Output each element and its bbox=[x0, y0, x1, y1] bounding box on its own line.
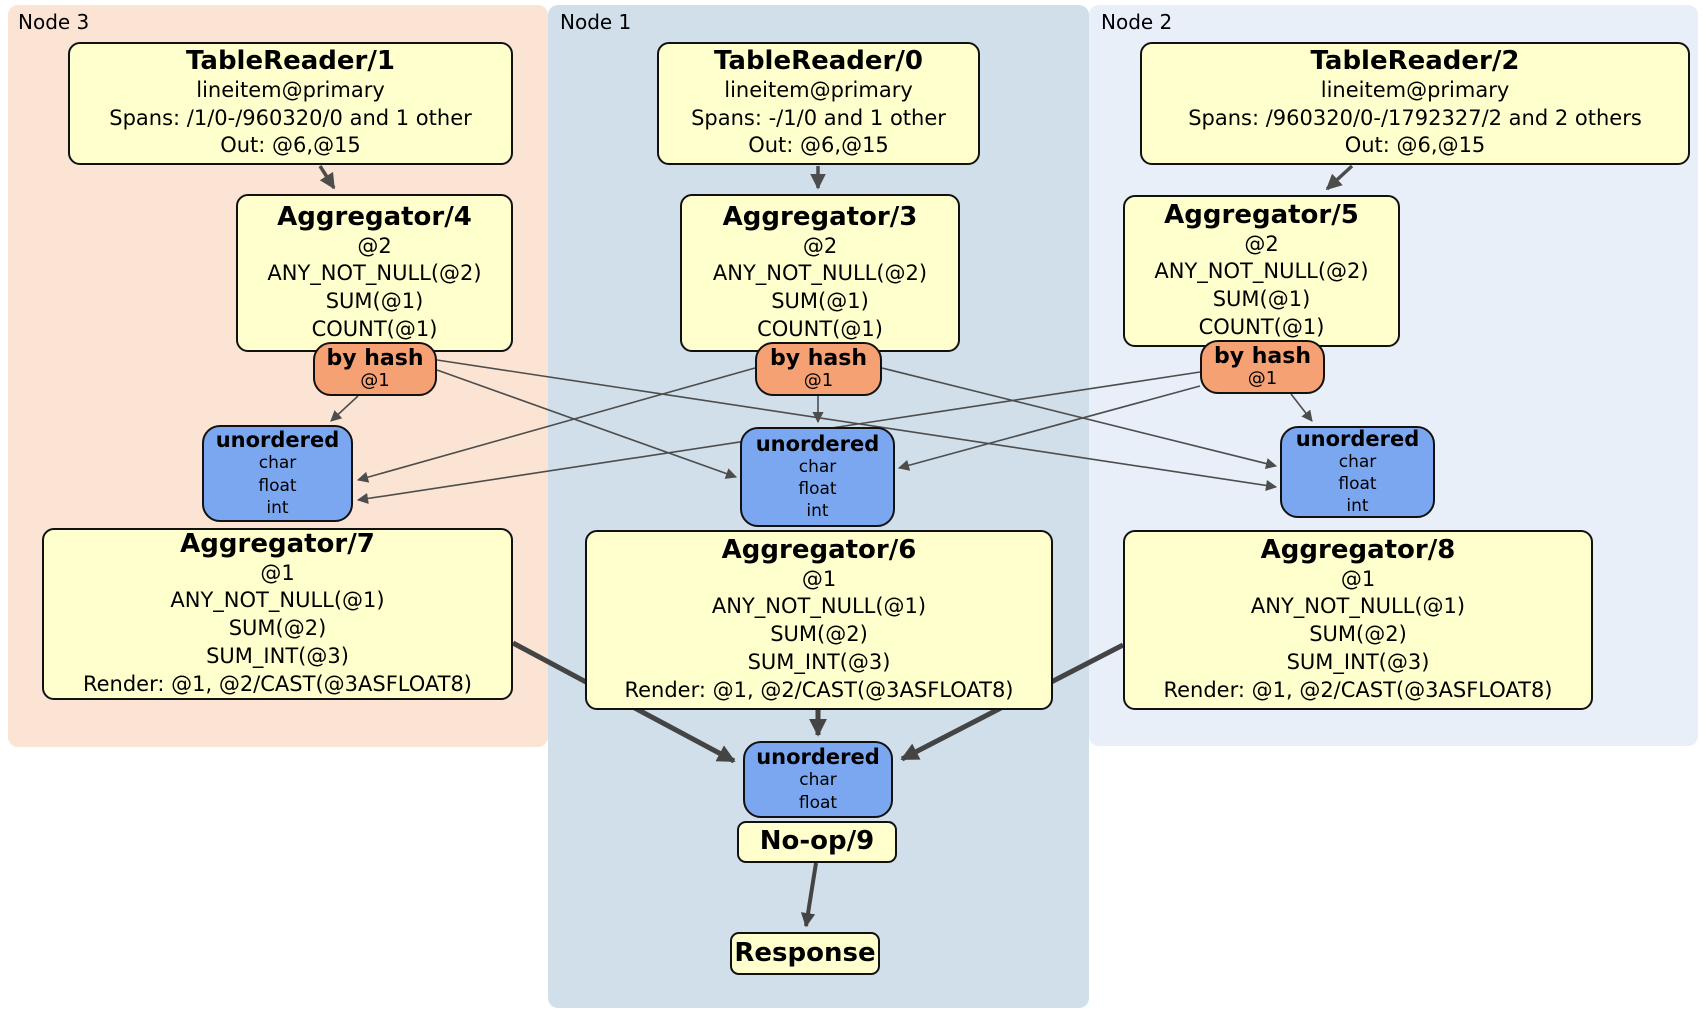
aggregator-7-fn-3: SUM_INT(@3) bbox=[206, 643, 349, 668]
tablereader-1-box: TableReader/1 lineitem@primary Spans: /1… bbox=[68, 42, 513, 165]
aggregator-4-fn-1: ANY_NOT_NULL(@2) bbox=[267, 261, 482, 286]
unordered-sync-final-title: unordered bbox=[756, 745, 880, 770]
hash-router-node1-title: by hash bbox=[769, 346, 867, 371]
unordered-sync-node1-type-3: int bbox=[806, 501, 829, 522]
unordered-sync-node2: unordered char float int bbox=[1280, 426, 1435, 518]
tablereader-0-out: Out: @6,@15 bbox=[748, 133, 889, 158]
edge-hash3-unord1 bbox=[436, 369, 738, 479]
aggregator-6-render: Render: @1, @2/CAST(@3ASFLOAT8) bbox=[624, 677, 1014, 702]
tablereader-0-index: lineitem@primary bbox=[724, 77, 913, 102]
unordered-sync-node2-type-1: char bbox=[1338, 451, 1377, 472]
node-1-label: Node 1 bbox=[560, 10, 632, 34]
aggregator-4-title: Aggregator/4 bbox=[277, 201, 472, 232]
unordered-sync-node3-title: unordered bbox=[215, 428, 340, 453]
tablereader-1-spans: Spans: /1/0-/960320/0 and 1 other bbox=[109, 105, 472, 130]
unordered-sync-node1-type-1: char bbox=[798, 456, 837, 477]
tablereader-1-out: Out: @6,@15 bbox=[220, 133, 361, 158]
edge-hash3-unord3 bbox=[330, 395, 359, 422]
aggregator-4-fn-2: SUM(@1) bbox=[325, 288, 424, 313]
aggregator-8-title: Aggregator/8 bbox=[1260, 534, 1456, 565]
edge-tr2-agg5 bbox=[1325, 164, 1354, 191]
aggregator-3-box: Aggregator/3 @2 ANY_NOT_NULL(@2) SUM(@1)… bbox=[680, 194, 960, 352]
tablereader-2-box: TableReader/2 lineitem@primary Spans: /9… bbox=[1140, 42, 1690, 165]
hash-router-node2: by hash @1 bbox=[1200, 340, 1325, 394]
unordered-sync-node2-type-2: float bbox=[1338, 474, 1377, 495]
aggregator-5-fn-3: COUNT(@1) bbox=[1198, 314, 1325, 339]
aggregator-8-box: Aggregator/8 @1 ANY_NOT_NULL(@1) SUM(@2)… bbox=[1123, 530, 1593, 710]
aggregator-6-groupcols: @1 bbox=[801, 566, 837, 591]
unordered-sync-node3: unordered char float int bbox=[202, 425, 353, 522]
aggregator-4-fn-3: COUNT(@1) bbox=[311, 316, 438, 341]
aggregator-6-fn-3: SUM_INT(@3) bbox=[747, 649, 891, 674]
hash-router-node3: by hash @1 bbox=[313, 342, 437, 396]
response-box: Response bbox=[730, 932, 880, 975]
unordered-sync-final: unordered char float bbox=[743, 741, 893, 818]
aggregator-7-render: Render: @1, @2/CAST(@3ASFLOAT8) bbox=[82, 671, 473, 696]
aggregator-6-fn-2: SUM(@2) bbox=[770, 622, 868, 647]
tablereader-0-box: TableReader/0 lineitem@primary Spans: -/… bbox=[657, 42, 980, 165]
aggregator-5-fn-1: ANY_NOT_NULL(@2) bbox=[1154, 259, 1369, 284]
unordered-sync-node2-type-3: int bbox=[1346, 496, 1369, 517]
aggregator-3-title: Aggregator/3 bbox=[722, 201, 918, 232]
aggregator-8-fn-1: ANY_NOT_NULL(@1) bbox=[1250, 594, 1466, 619]
node-3-label: Node 3 bbox=[18, 10, 90, 34]
aggregator-4-groupcols: @2 bbox=[357, 233, 392, 258]
tablereader-1-index: lineitem@primary bbox=[196, 77, 385, 102]
aggregator-8-fn-2: SUM(@2) bbox=[1309, 622, 1407, 647]
aggregator-6-box: Aggregator/6 @1 ANY_NOT_NULL(@1) SUM(@2)… bbox=[585, 530, 1053, 710]
aggregator-7-groupcols: @1 bbox=[260, 560, 295, 585]
edge-hash1-unord2 bbox=[881, 367, 1278, 470]
aggregator-7-fn-1: ANY_NOT_NULL(@1) bbox=[170, 588, 385, 613]
unordered-sync-node3-type-3: int bbox=[266, 497, 289, 518]
edge-hash1-unord3 bbox=[356, 367, 756, 483]
aggregator-8-fn-3: SUM_INT(@3) bbox=[1286, 649, 1430, 674]
tablereader-0-title: TableReader/0 bbox=[714, 45, 923, 76]
unordered-sync-node1-type-2: float bbox=[798, 479, 837, 500]
unordered-sync-final-type-1: char bbox=[799, 770, 837, 791]
aggregator-4-box: Aggregator/4 @2 ANY_NOT_NULL(@2) SUM(@1)… bbox=[236, 194, 513, 352]
aggregator-5-fn-2: SUM(@1) bbox=[1212, 286, 1311, 311]
aggregator-7-title: Aggregator/7 bbox=[180, 528, 375, 559]
hash-router-node2-title: by hash bbox=[1213, 344, 1311, 369]
aggregator-3-fn-3: COUNT(@1) bbox=[757, 316, 883, 341]
unordered-sync-node3-type-2: float bbox=[258, 475, 297, 496]
hash-router-node3-title: by hash bbox=[326, 346, 424, 371]
aggregator-3-fn-2: SUM(@1) bbox=[771, 288, 869, 313]
unordered-sync-node3-type-1: char bbox=[258, 453, 297, 474]
unordered-sync-node2-title: unordered bbox=[1295, 426, 1420, 451]
aggregator-6-title: Aggregator/6 bbox=[721, 534, 917, 565]
unordered-sync-node1: unordered char float int bbox=[740, 427, 895, 527]
edge-hash2-unord2 bbox=[1290, 393, 1313, 422]
tablereader-0-spans: Spans: -/1/0 and 1 other bbox=[691, 105, 946, 130]
hash-router-node1: by hash @1 bbox=[755, 342, 882, 396]
hash-router-node1-cols: @1 bbox=[803, 370, 834, 392]
unordered-sync-node1-title: unordered bbox=[755, 431, 880, 456]
tablereader-2-out: Out: @6,@15 bbox=[1344, 133, 1486, 158]
edge-tr1-agg4 bbox=[318, 165, 336, 190]
edge-hash2-unord1 bbox=[897, 385, 1201, 471]
aggregator-5-groupcols: @2 bbox=[1244, 231, 1279, 256]
tablereader-2-index: lineitem@primary bbox=[1320, 77, 1510, 102]
edge-noop-response bbox=[800, 862, 818, 928]
hash-router-node3-cols: @1 bbox=[360, 370, 390, 392]
tablereader-2-spans: Spans: /960320/0-/1792327/2 and 2 others bbox=[1188, 105, 1642, 130]
node-2-label: Node 2 bbox=[1101, 10, 1173, 34]
hash-router-node2-cols: @1 bbox=[1247, 368, 1278, 390]
aggregator-8-groupcols: @1 bbox=[1340, 566, 1376, 591]
aggregator-3-groupcols: @2 bbox=[802, 233, 838, 258]
aggregator-6-fn-1: ANY_NOT_NULL(@1) bbox=[711, 594, 927, 619]
tablereader-1-title: TableReader/1 bbox=[186, 45, 395, 76]
unordered-sync-final-type-2: float bbox=[798, 792, 838, 813]
aggregator-8-render: Render: @1, @2/CAST(@3ASFLOAT8) bbox=[1163, 677, 1553, 702]
noop-9-box: No-op/9 bbox=[737, 821, 897, 863]
noop-9-title: No-op/9 bbox=[759, 826, 875, 857]
tablereader-2-title: TableReader/2 bbox=[1310, 45, 1520, 76]
aggregator-5-box: Aggregator/5 @2 ANY_NOT_NULL(@2) SUM(@1)… bbox=[1123, 195, 1400, 347]
aggregator-7-box: Aggregator/7 @1 ANY_NOT_NULL(@1) SUM(@2)… bbox=[42, 528, 513, 700]
aggregator-5-title: Aggregator/5 bbox=[1164, 199, 1359, 230]
aggregator-3-fn-1: ANY_NOT_NULL(@2) bbox=[712, 261, 928, 286]
aggregator-7-fn-2: SUM(@2) bbox=[228, 616, 327, 641]
response-title: Response bbox=[734, 937, 876, 968]
